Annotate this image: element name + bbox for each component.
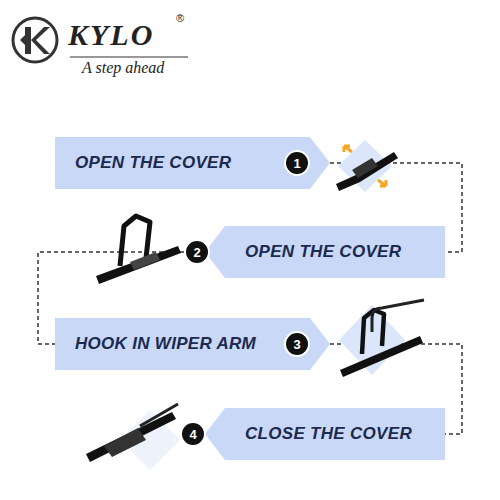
wiper-step-4 — [86, 404, 180, 470]
step-band: OPEN THE COVER — [205, 226, 445, 278]
step-band: CLOSE THE COVER — [205, 408, 445, 460]
step-number-circle: 4 — [180, 421, 206, 447]
step-number-circle: 1 — [284, 150, 310, 176]
logo-mark — [13, 18, 57, 62]
brand-name: KYLO — [68, 18, 154, 52]
step-number: 4 — [189, 427, 196, 442]
step-label: HOOK IN WIPER ARM — [75, 334, 256, 354]
band-fill — [55, 318, 330, 370]
brand-slogan: A step ahead — [82, 59, 164, 77]
band-fill — [55, 137, 330, 189]
step-number-circle: 2 — [184, 239, 210, 265]
step-number: 3 — [293, 337, 300, 352]
step-label: CLOSE THE COVER — [245, 424, 412, 444]
wiper-step-2 — [96, 216, 181, 284]
wiper-step-1 — [336, 140, 398, 192]
band-fill — [205, 226, 445, 278]
step-label: OPEN THE COVER — [75, 153, 231, 173]
logo-rule — [70, 56, 188, 57]
wiper-step-3 — [339, 300, 424, 377]
step-number: 1 — [293, 156, 300, 171]
step-number-circle: 3 — [284, 331, 310, 357]
step-label: OPEN THE COVER — [245, 242, 401, 262]
band-fill — [205, 408, 445, 460]
registered-mark: ® — [176, 12, 184, 24]
step-number: 2 — [193, 245, 200, 260]
